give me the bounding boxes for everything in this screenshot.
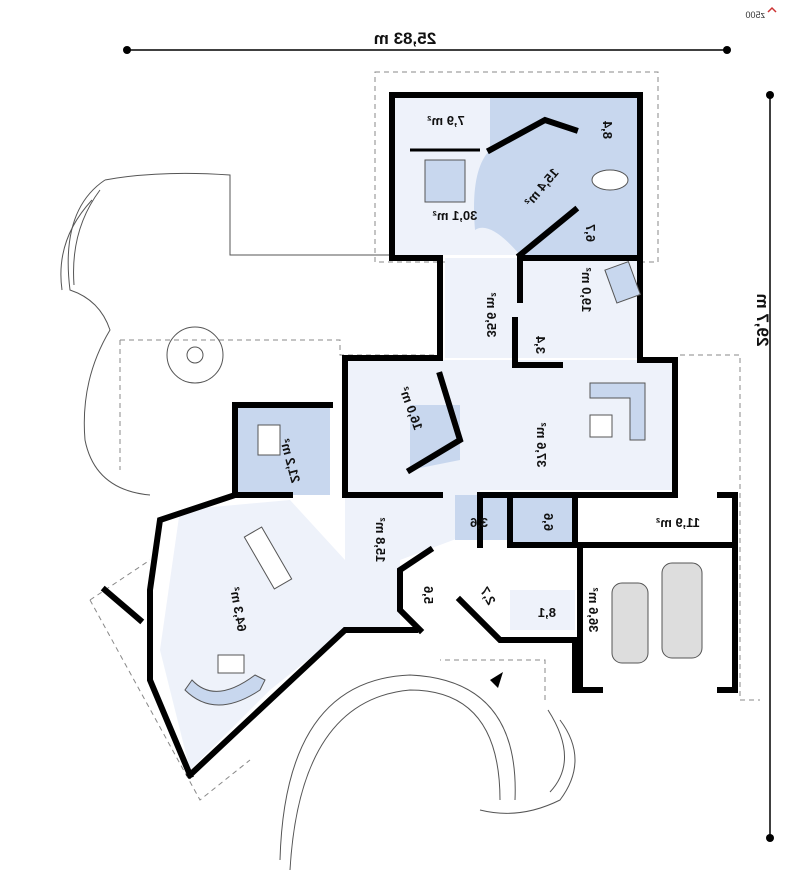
logo: z500	[745, 6, 777, 20]
room-label: 3,4	[533, 335, 548, 354]
room-label: 5,6	[421, 586, 436, 604]
svg-text:z500: z500	[745, 10, 765, 20]
garden-arcs	[60, 172, 576, 871]
depth-dimension: 29,7 m	[753, 91, 774, 842]
entrance-arrow-icon	[490, 672, 503, 688]
room-label: 11,9 m²	[655, 515, 700, 530]
room-label: 6,7	[583, 224, 598, 242]
width-dimension: 25,83 m	[123, 29, 731, 54]
room-label: 36,6 m²	[586, 587, 601, 632]
room-label: 35,6 m²	[484, 292, 499, 337]
room-label: 15,8 m²	[373, 517, 388, 562]
car-icon	[611, 582, 649, 664]
room-label: 6,6	[541, 513, 556, 531]
room-label: 8,1	[538, 605, 556, 620]
terraces	[89, 71, 760, 801]
room-label: 30,1 m²	[432, 208, 477, 223]
depth-label: 29,7 m	[753, 294, 772, 347]
room-label: 8,4	[600, 120, 615, 139]
room-label: 7,9 m²	[427, 113, 465, 128]
room-label: 2,7	[477, 584, 499, 607]
width-label: 25,83 m	[374, 29, 436, 48]
room-label: 19,0 m²	[579, 267, 594, 312]
car-icon	[661, 562, 703, 659]
room-label: 3,6	[470, 515, 488, 530]
room-label: 37,6 m²	[534, 422, 549, 467]
furniture	[184, 148, 703, 706]
